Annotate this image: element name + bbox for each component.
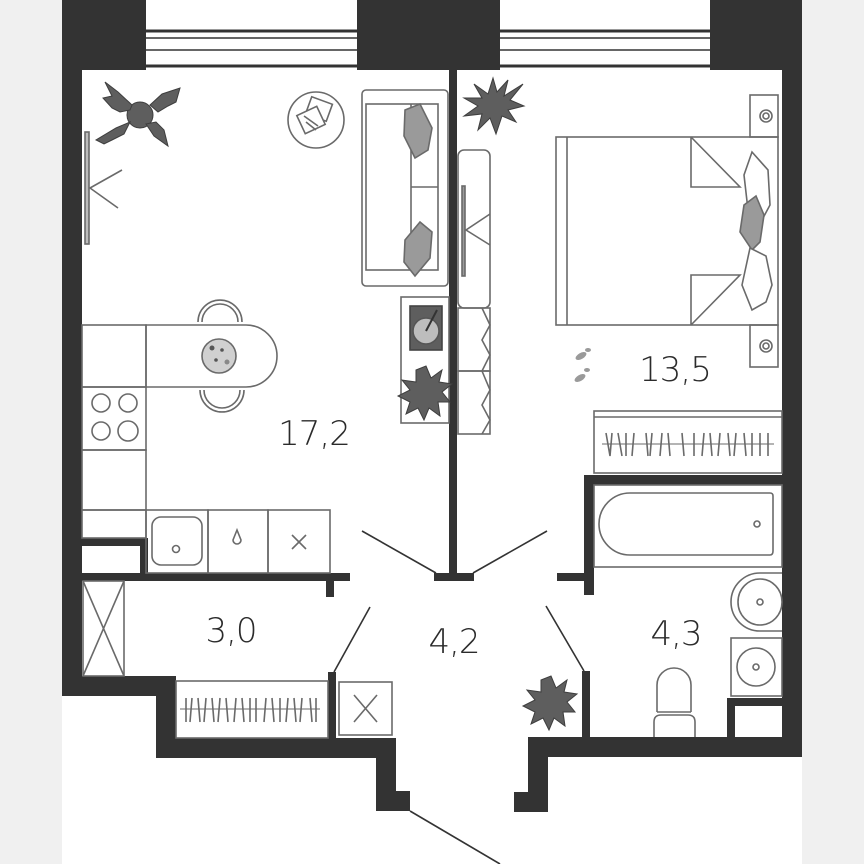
sink [145, 509, 209, 574]
closet-bedroom [593, 410, 783, 474]
double-bed [555, 136, 779, 326]
plant-shelf [396, 365, 454, 422]
sofa [361, 89, 449, 287]
door-storage[interactable] [333, 606, 371, 673]
nightstand-bottom [749, 324, 779, 368]
washer-round [730, 637, 783, 697]
room-area-living-kitchen: 17,2 [278, 414, 351, 454]
kitchen-cabinets [81, 324, 147, 539]
toilet [653, 667, 696, 737]
stove [91, 393, 139, 442]
record-player [400, 296, 450, 424]
outside-margin-right [802, 0, 864, 864]
coffee-table [287, 91, 345, 149]
door-bedroom[interactable] [472, 530, 548, 574]
window-left [146, 0, 357, 68]
window-right [500, 0, 710, 68]
tv-panel [84, 131, 123, 245]
room-area-bathroom: 4,3 [650, 614, 702, 654]
wardrobe-bedroom [457, 149, 491, 435]
plant-bedroom [462, 76, 526, 136]
washbasin [730, 572, 783, 632]
outside-margin-left [0, 0, 62, 864]
door-living[interactable] [361, 530, 437, 574]
room-area-storage: 3,0 [205, 611, 257, 651]
door-bathroom[interactable] [545, 605, 585, 672]
plant-hall [521, 675, 579, 732]
room-area-hallway: 4,2 [428, 622, 480, 662]
plant-large [94, 81, 181, 148]
shaft-storage [82, 580, 125, 677]
dining-table [145, 324, 278, 388]
washing-machine [267, 509, 331, 574]
dishwasher [207, 509, 269, 574]
shaft-hall [338, 681, 393, 736]
nightstand-top [749, 94, 779, 138]
entry-door[interactable] [409, 810, 501, 864]
chair-top [197, 299, 243, 323]
closet-hall [175, 680, 329, 739]
footprints [574, 348, 591, 382]
walls [62, 0, 802, 812]
bathtub [593, 484, 783, 568]
room-area-bedroom: 13,5 [639, 350, 712, 390]
chair-bottom [199, 389, 245, 413]
